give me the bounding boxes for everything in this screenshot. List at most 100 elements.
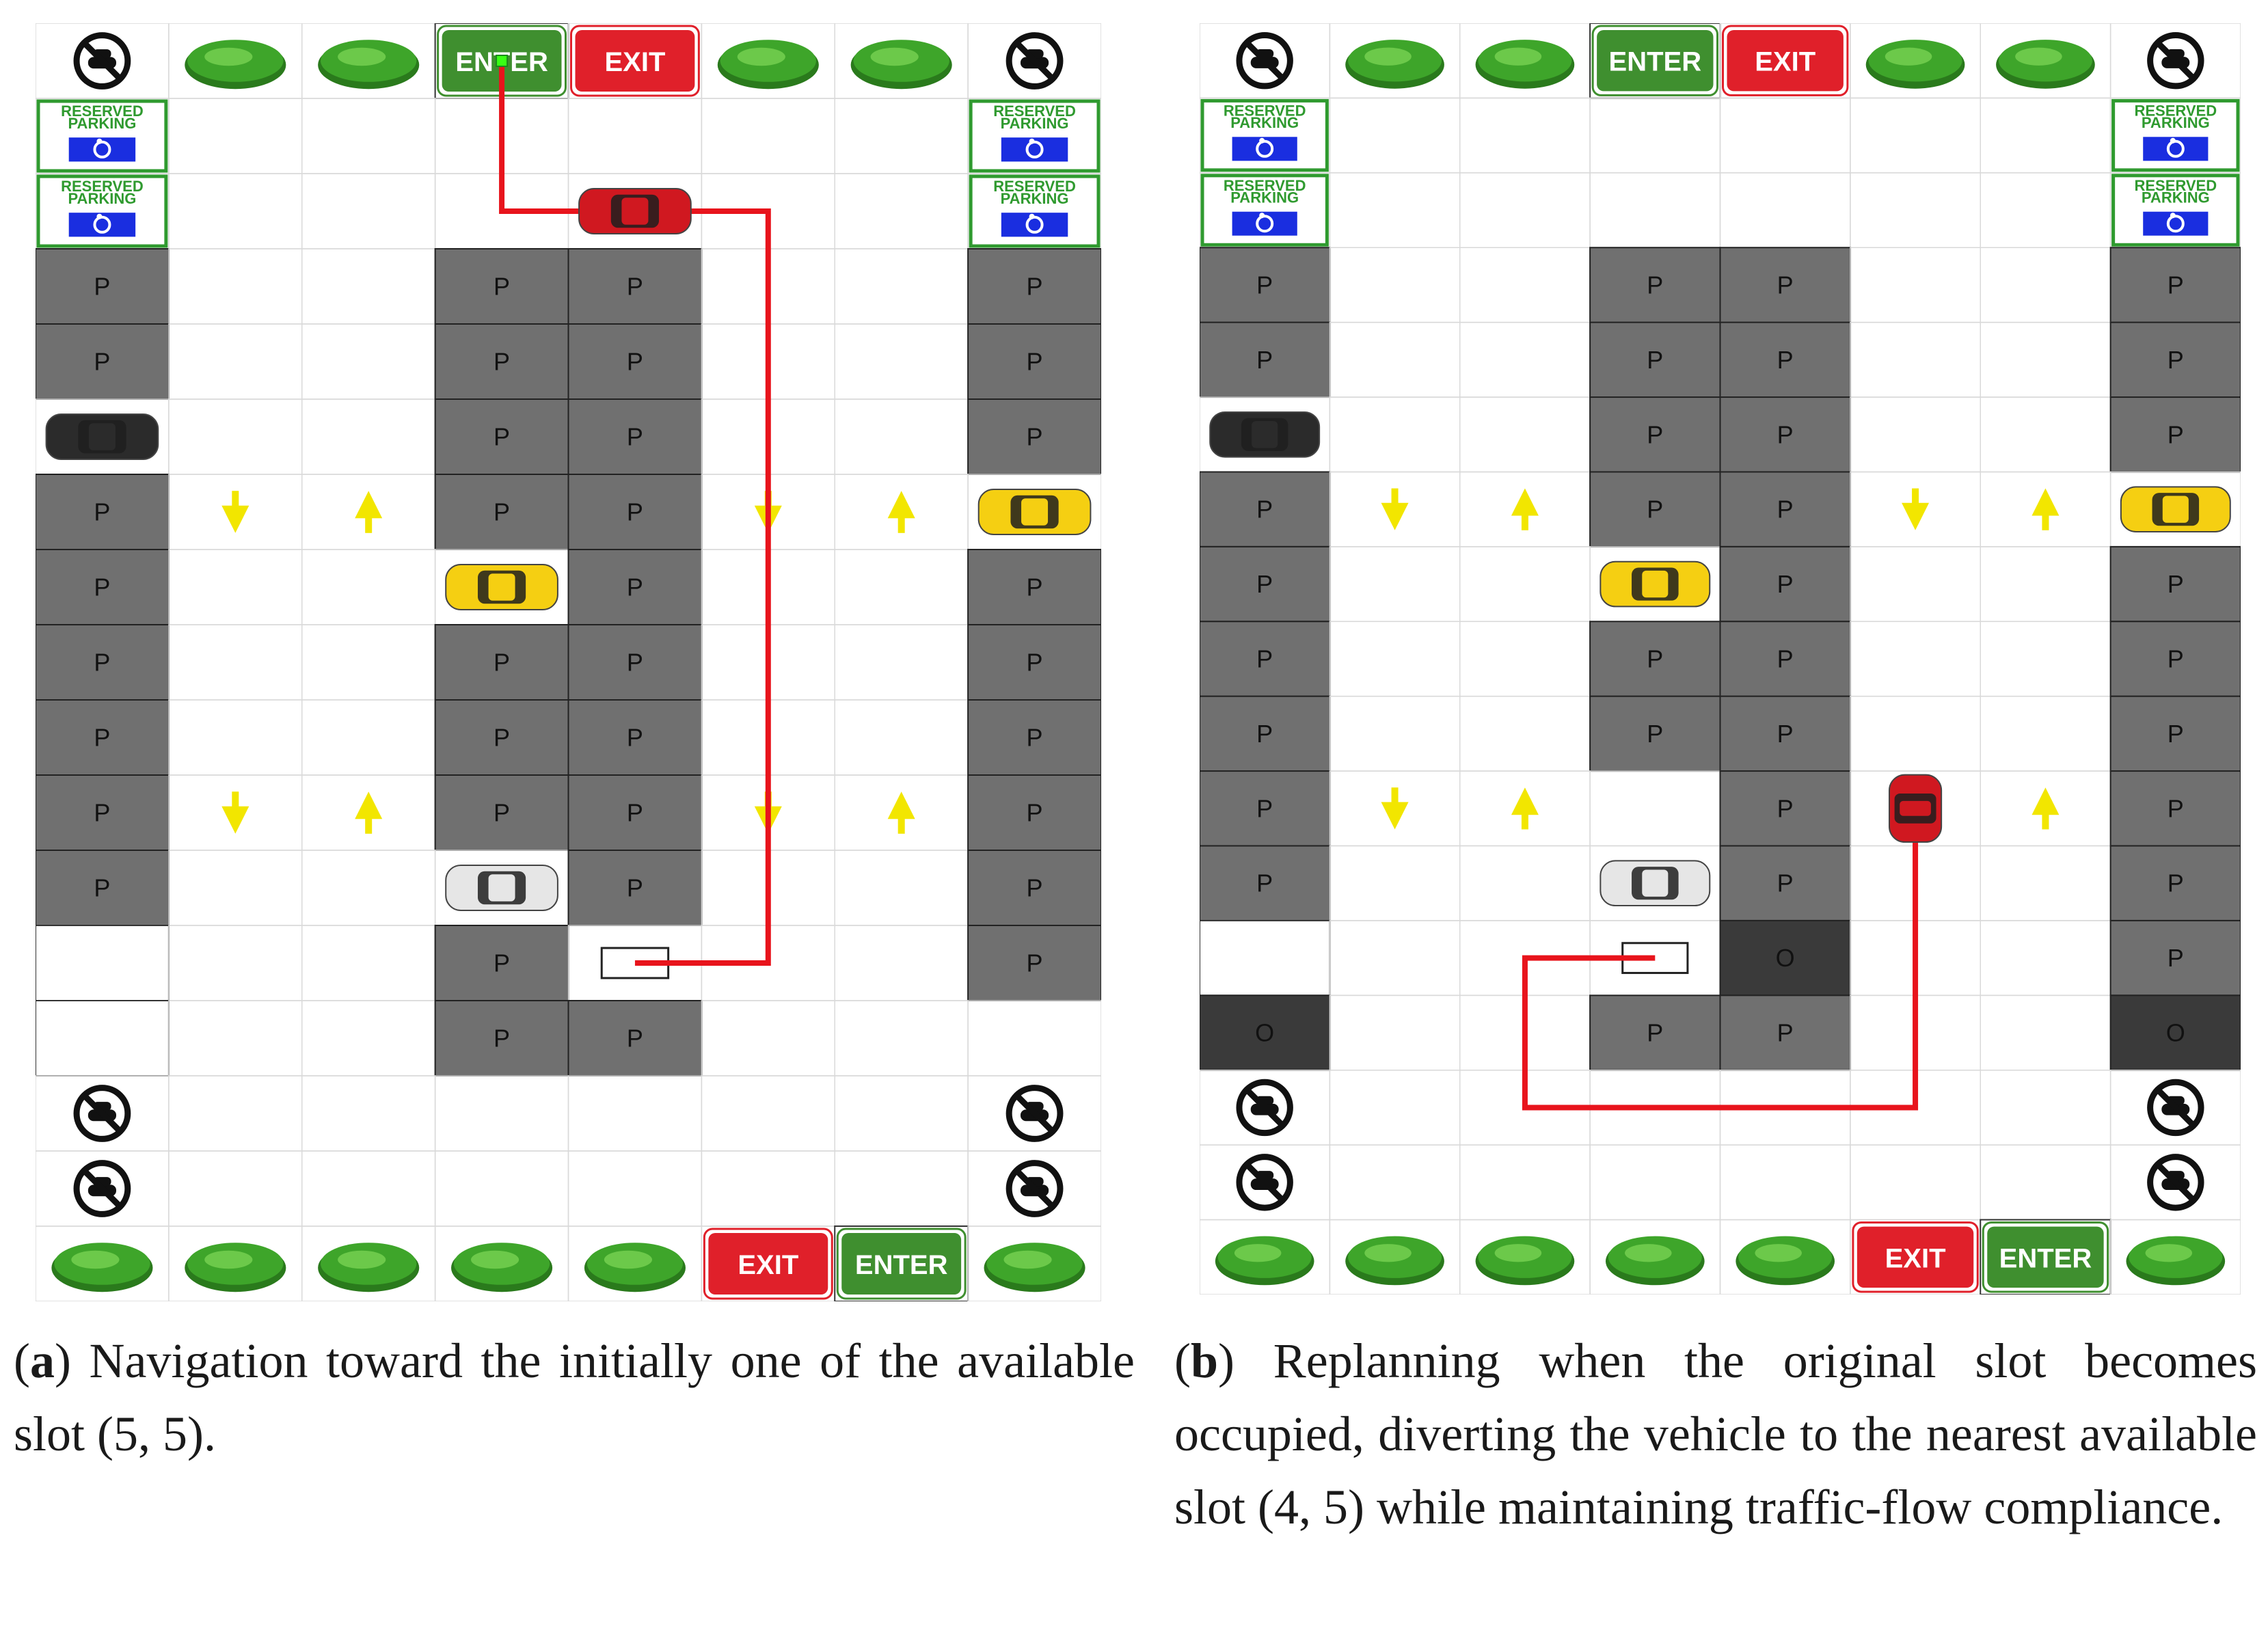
- parking-slot: [36, 850, 170, 926]
- reserved-label-line1: RESERVED: [2134, 103, 2217, 120]
- no-parking-icon: [73, 1085, 131, 1142]
- grid-cell: P: [36, 474, 170, 550]
- grid-cell: P: [1200, 845, 1331, 921]
- grid-cell: [301, 1225, 436, 1301]
- arrow-down-icon: [1902, 488, 1930, 530]
- grid-cell: P: [2109, 845, 2241, 921]
- parked-car-yellow: [445, 564, 558, 610]
- parking-slot-label: P: [1027, 573, 1043, 601]
- grid-cell: [36, 1075, 170, 1152]
- parking-slot: [1719, 845, 1851, 921]
- parking-slot-label: P: [2168, 570, 2184, 598]
- parking-slot-label: P: [94, 348, 110, 376]
- parking-slot-label: P: [1256, 794, 1273, 822]
- occupied-slot: [1719, 919, 1851, 997]
- parking-slot-label: P: [2168, 420, 2184, 448]
- parking-slot-label: P: [1777, 271, 1794, 299]
- grid-cell: ENTER: [1591, 25, 1718, 96]
- parking-slot: [434, 323, 569, 400]
- caption-a-text: ) Navigation toward the initially one of…: [14, 1333, 1135, 1461]
- parking-slot: [967, 624, 1101, 701]
- wheelchair-icon: [68, 213, 136, 237]
- start-marker: [496, 55, 509, 67]
- grid-cell: P: [1200, 247, 1331, 323]
- parking-slot-label: P: [627, 273, 643, 301]
- grid-cell: P: [1200, 545, 1331, 623]
- grid-cell: [36, 1225, 170, 1301]
- parking-slot-label: P: [1027, 799, 1043, 827]
- grid-cell: P: [1719, 247, 1851, 323]
- grid-cell: [967, 1225, 1101, 1301]
- parking-slot-label: P: [2168, 645, 2184, 673]
- parking-slot-label: P: [494, 799, 510, 827]
- enter-button: ENTER: [1982, 1221, 2109, 1293]
- arrow-up-icon: [1511, 787, 1539, 830]
- parking-slot: [1200, 247, 1331, 323]
- enter-button: ENTER: [836, 1228, 967, 1300]
- grid-cell: P: [967, 925, 1101, 1001]
- grid-cell: [168, 23, 303, 99]
- parking-slot: [567, 850, 703, 926]
- parking-slot-label: P: [1027, 949, 1043, 977]
- grid-cell: [701, 23, 835, 99]
- parking-slot-label: P: [494, 273, 510, 301]
- vehicle: [1888, 774, 1943, 843]
- grid-cell: P: [36, 549, 170, 625]
- parking-slot: [1719, 770, 1851, 847]
- arrow-up-icon: [1511, 488, 1539, 530]
- parking-slot: [2109, 247, 2241, 323]
- parking-slot-label: P: [1256, 720, 1273, 748]
- enter-button-label: ENTER: [1999, 1243, 2092, 1273]
- grid-cell: [1589, 546, 1721, 623]
- grid-cell: [967, 1150, 1101, 1227]
- parking-slot: [567, 774, 703, 851]
- parking-slot-label: P: [1647, 1019, 1663, 1047]
- tree-icon: [318, 1243, 420, 1292]
- grid-cell: [434, 1225, 569, 1301]
- grid-cell: P: [434, 774, 569, 851]
- parking-slot-label: P: [494, 949, 510, 977]
- grid-cell: [168, 1225, 303, 1301]
- exit-button-label: EXIT: [738, 1250, 798, 1280]
- parking-slot-label: P: [94, 874, 110, 902]
- parking-slot: [1200, 770, 1331, 847]
- arrow-up-icon: [355, 791, 383, 834]
- parking-slot-label: P: [2168, 944, 2184, 972]
- grid-cell: [967, 474, 1101, 550]
- tree-icon: [318, 40, 420, 90]
- parking-slot-label: P: [2168, 869, 2184, 897]
- grid-cell: P: [1200, 770, 1331, 847]
- parking-slot-label: P: [94, 799, 110, 827]
- grid-cell: [1200, 919, 1331, 997]
- grid-cell: [567, 1225, 703, 1301]
- empty-slot: [1200, 919, 1331, 997]
- parking-slot-label: P: [627, 799, 643, 827]
- parking-slot-label: P: [627, 724, 643, 752]
- arrow-down-icon: [1381, 787, 1409, 830]
- grid-cell: [36, 1000, 170, 1076]
- parking-slot-label: P: [1256, 496, 1273, 524]
- parking-slot-label: P: [1777, 1019, 1794, 1047]
- grid-cell: P: [567, 624, 703, 701]
- grid-cell: P: [434, 624, 569, 701]
- grid-cell: P: [567, 774, 703, 851]
- tree-icon: [451, 1243, 553, 1292]
- occupied-slot-label: O: [1776, 944, 1795, 972]
- tree-icon: [850, 40, 952, 90]
- tree-icon: [1345, 1236, 1444, 1286]
- grid-cell: P: [1589, 396, 1721, 473]
- grid-cell: ENTER: [836, 1228, 967, 1300]
- tree-icon: [1996, 40, 2095, 89]
- empty-slot: [36, 1000, 170, 1076]
- exit-button-label: EXIT: [1885, 1243, 1946, 1273]
- grid-cell: P: [1719, 471, 1851, 547]
- grid-cell: P: [36, 850, 170, 926]
- parking-slot: [1589, 695, 1721, 772]
- tree-icon: [1215, 1236, 1314, 1286]
- no-parking-icon: [1005, 1085, 1064, 1142]
- parking-slot: [434, 1000, 569, 1076]
